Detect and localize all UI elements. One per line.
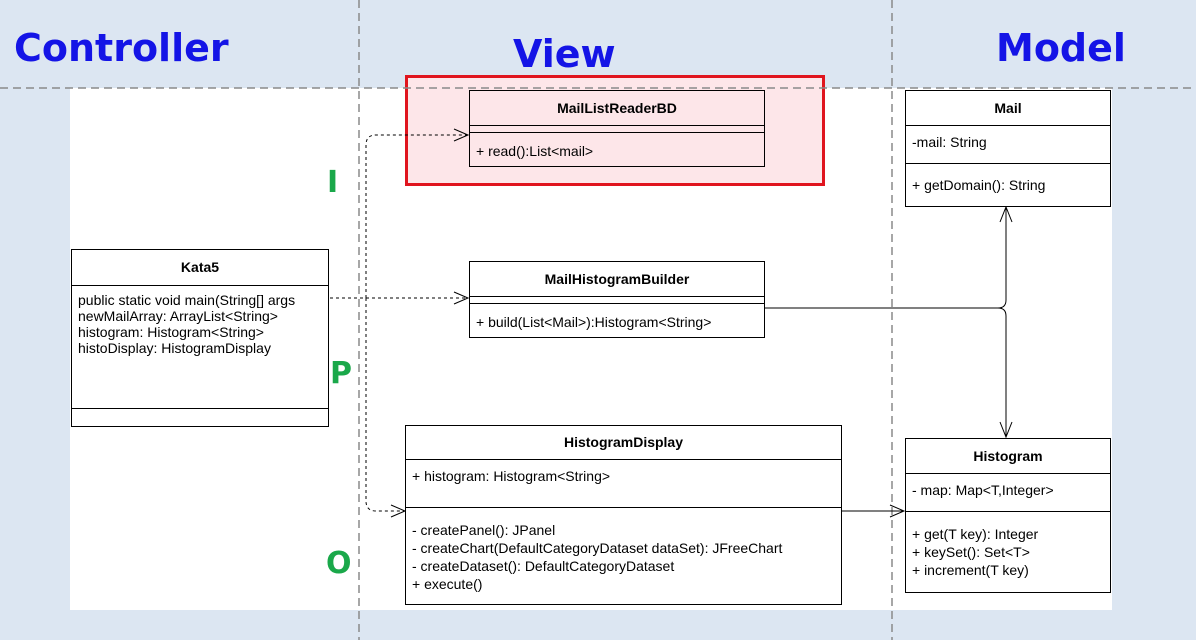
class-kata5[interactable]: Kata5 public static void main(String[] a…: [71, 249, 329, 427]
methods-section: + get(T key): Integer + keySet(): Set<T>…: [906, 511, 1110, 579]
kata5-dependencies: [330, 134, 468, 512]
class-mail-histogram-builder[interactable]: MailHistogramBuilder + build(List<Mail>)…: [469, 261, 765, 338]
method: + getDomain(): String: [912, 177, 1046, 193]
methods-section: - createPanel(): JPanel - createChart(De…: [406, 507, 841, 593]
input-letter: I: [327, 165, 339, 200]
controller-title: Controller: [14, 26, 229, 70]
method: + increment(T key): [912, 562, 1029, 578]
class-name: MailHistogramBuilder: [544, 271, 690, 287]
method: + build(List<Mail>):Histogram<String>: [476, 314, 712, 330]
attributes-section: -mail: String: [906, 125, 1110, 163]
attribute: newMailArray: ArrayList<String>: [78, 308, 278, 324]
class-mail-list-reader-bd[interactable]: MailListReaderBD + read():List<mail>: [469, 90, 765, 167]
process-letter: P: [330, 356, 352, 391]
class-histogram-display[interactable]: HistogramDisplay + histogram: Histogram<…: [405, 425, 842, 605]
class-name: Mail: [994, 100, 1022, 116]
attribute: - map: Map<T,Integer>: [912, 482, 1054, 498]
output-letter: O: [326, 546, 352, 581]
method: + read():List<mail>: [476, 143, 594, 159]
class-name: Histogram: [973, 448, 1043, 464]
attributes-section: + histogram: Histogram<String>: [406, 459, 841, 507]
attributes-section: [470, 296, 764, 303]
class-mail[interactable]: Mail -mail: String + getDomain(): String: [905, 90, 1111, 207]
class-histogram[interactable]: Histogram - map: Map<T,Integer> + get(T …: [905, 438, 1111, 593]
method: - createChart(DefaultCategoryDataset dat…: [412, 540, 783, 556]
view-title: View: [513, 32, 616, 76]
method: - createDataset(): DefaultCategoryDatase…: [412, 558, 675, 574]
class-name: MailListReaderBD: [557, 100, 677, 116]
methods-section: + read():List<mail>: [470, 132, 764, 159]
attribute: + histogram: Histogram<String>: [412, 468, 611, 484]
methods-section: + getDomain(): String: [906, 163, 1110, 193]
method: + get(T key): Integer: [912, 526, 1039, 542]
attribute: histogram: Histogram<String>: [78, 324, 264, 340]
methods-section: [72, 408, 328, 427]
attribute: histoDisplay: HistogramDisplay: [78, 340, 271, 356]
attribute: -mail: String: [912, 134, 987, 150]
method: - createPanel(): JPanel: [412, 522, 556, 538]
attributes-section: [470, 125, 764, 132]
methods-section: + build(List<Mail>):Histogram<String>: [470, 303, 764, 330]
attribute: public static void main(String[] args: [78, 292, 296, 308]
attributes-section: public static void main(String[] args ne…: [72, 285, 328, 408]
model-associations: [764, 205, 1013, 518]
method: + keySet(): Set<T>: [912, 544, 1030, 560]
class-name: HistogramDisplay: [563, 434, 684, 450]
attributes-section: - map: Map<T,Integer>: [906, 473, 1110, 511]
method: + execute(): [412, 576, 483, 592]
class-name: Kata5: [180, 259, 220, 275]
model-title: Model: [996, 26, 1126, 70]
